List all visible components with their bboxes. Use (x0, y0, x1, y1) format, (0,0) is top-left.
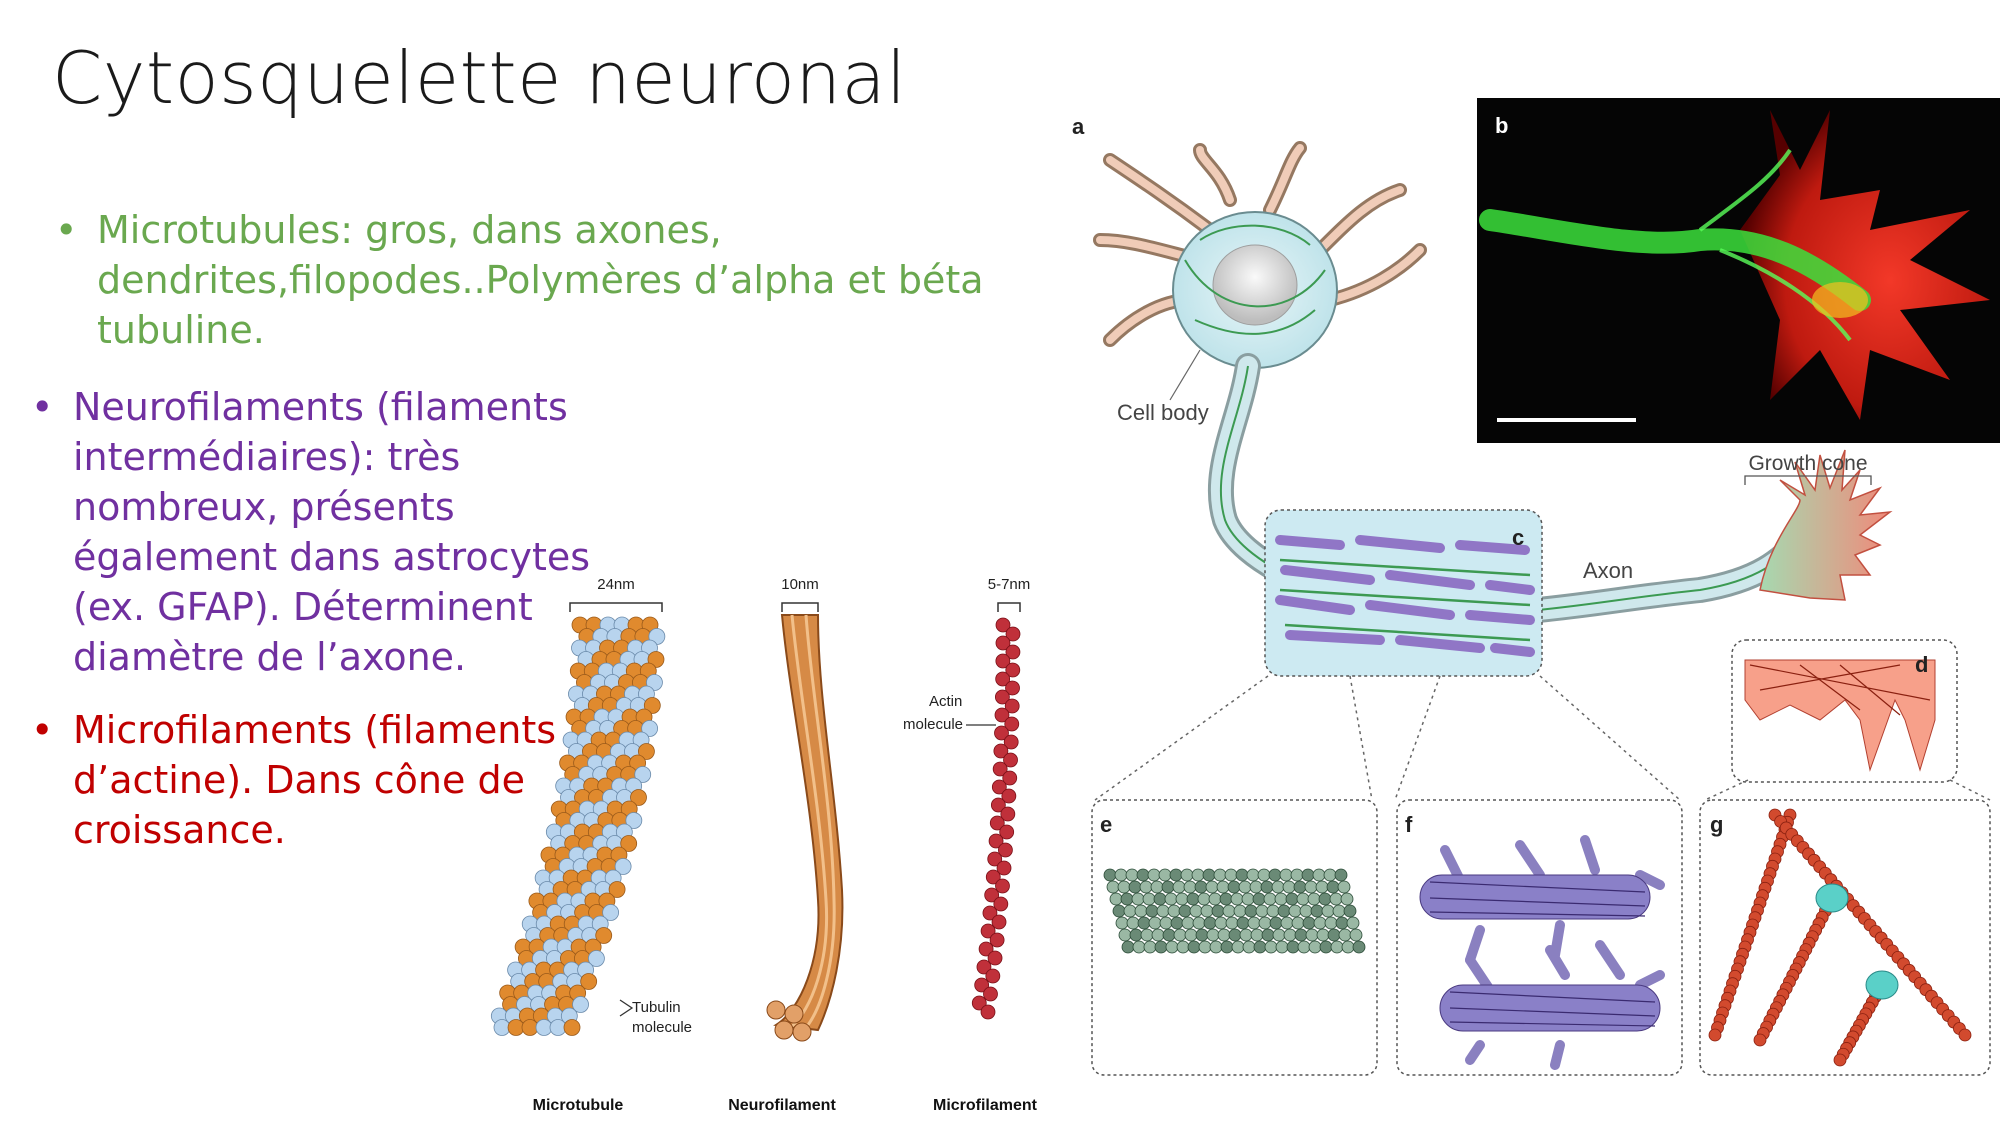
panel-letter-g: g (1710, 812, 1723, 837)
tubulin-label-line2: molecule (632, 1019, 692, 1036)
microfilament-illustration (971, 617, 1021, 1020)
microfilament-name: Microfilament (933, 1097, 1038, 1114)
actin-label-line2: molecule (903, 716, 963, 733)
panel-d (1731, 639, 1958, 783)
zoom-connectors (1094, 675, 1991, 801)
neurofilament-width-label: 10nm (781, 576, 819, 593)
bullet-marker: • (31, 708, 54, 752)
bullet-text: Microtubules: gros, dans axones, dendrit… (97, 208, 984, 352)
neurofilament-illustration (766, 614, 844, 1042)
panel-letter-a: a (1072, 114, 1085, 139)
panel-letter-d: d (1915, 652, 1928, 677)
tubulin-bracket (619, 999, 634, 1017)
slide-title: Cytosquelette neuronal (52, 36, 907, 120)
axon-label: Axon (1583, 558, 1633, 583)
panel-e (1091, 799, 1378, 1076)
neurofilament-name: Neurofilament (728, 1097, 836, 1114)
bullet-microtubules: • Microtubules: gros, dans axones, dendr… (55, 205, 997, 355)
panel-letter-f: f (1405, 812, 1413, 837)
dendrites (1093, 141, 1427, 347)
actin-label-line1: Actin (929, 693, 962, 710)
axon (1207, 353, 1813, 627)
microtubule-width-label: 24nm (597, 576, 635, 593)
bullet-neurofilaments: • Neurofilaments (filaments intermédiair… (31, 382, 593, 682)
panel-c (1264, 509, 1543, 677)
bullet-marker: • (31, 385, 54, 429)
microfilament-width-bracket (997, 602, 1021, 612)
nucleus (1212, 244, 1298, 326)
growth-cone (1759, 449, 1893, 601)
panel-letter-e: e (1100, 812, 1112, 837)
cell-body (1172, 211, 1338, 369)
tubulin-label-line1: Tubulin (632, 999, 681, 1016)
microfilament-width-label: 5-7nm (988, 576, 1031, 593)
bullet-marker: • (55, 208, 78, 252)
neurofilament-width-bracket (781, 602, 819, 612)
bullet-text: Neurofilaments (filaments intermédiaires… (73, 385, 591, 679)
bullet-text: Microfilaments (filaments d’actine). Dan… (73, 708, 557, 852)
growth-cone-label: Growth cone (1748, 452, 1867, 475)
microtubule-name: Microtubule (533, 1097, 624, 1114)
cell-body-label: Cell body (1117, 400, 1209, 425)
panel-letter-b: b (1495, 113, 1508, 138)
panel-letter-c: c (1512, 525, 1524, 550)
panel-f (1396, 799, 1683, 1076)
panel-g (1699, 799, 1991, 1076)
bullet-microfilaments: • Microfilaments (filaments d’actine). D… (31, 705, 593, 855)
panel-b-micrograph (1477, 98, 2000, 443)
